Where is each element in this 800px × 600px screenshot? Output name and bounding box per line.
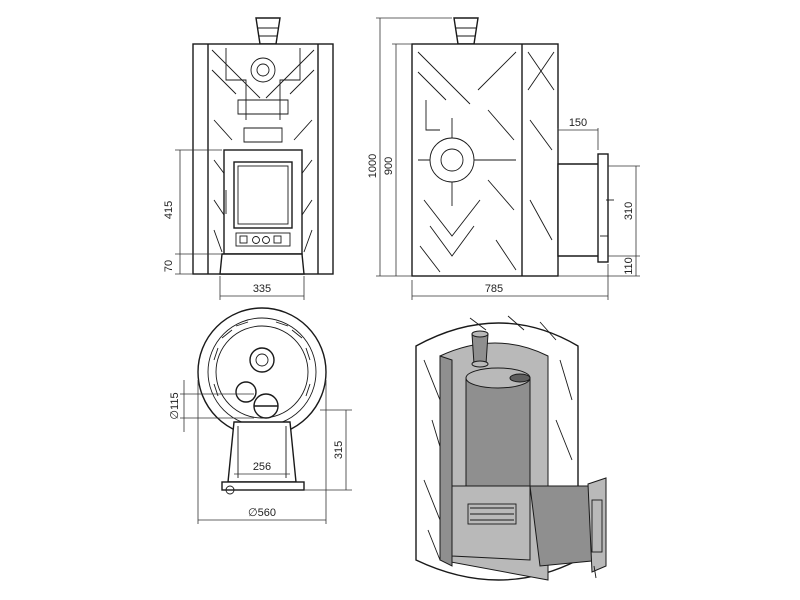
decorative-lattice-front <box>211 48 315 253</box>
section-view <box>415 315 607 581</box>
door-glass <box>233 161 293 229</box>
dim-110: 110 <box>623 257 635 275</box>
dim-70: 70 <box>163 260 175 272</box>
top-view-dimensions: ∅115 315 256 ∅560 <box>169 380 352 524</box>
water-tank-port <box>235 381 257 403</box>
section-chimney <box>471 333 489 365</box>
dim-256: 256 <box>253 461 271 473</box>
firebox-front-plate <box>597 153 609 263</box>
front-view <box>192 17 334 275</box>
section-firebox-door <box>587 477 607 573</box>
dim-415: 415 <box>163 201 175 219</box>
dim-310: 310 <box>623 202 635 220</box>
top-chimney-outlet <box>249 347 275 373</box>
front-view-dimensions: 415 70 335 <box>163 149 305 300</box>
top-view <box>197 307 327 495</box>
dim-150: 150 <box>569 117 587 129</box>
dim-785: 785 <box>485 283 503 295</box>
chimney-pipe-side <box>453 17 479 45</box>
firebox-front-panel <box>221 481 305 491</box>
section-lattice <box>423 315 573 561</box>
section-grate <box>467 503 517 525</box>
dim-900: 900 <box>383 157 395 175</box>
firebox-door <box>223 149 303 255</box>
dim-1000: 1000 <box>367 154 379 178</box>
air-vent-controls <box>235 232 291 247</box>
side-view-dimensions: 1000 900 150 310 110 785 <box>367 17 640 300</box>
dim-315: 315 <box>333 441 345 459</box>
ring-slots <box>213 321 311 397</box>
side-view <box>411 17 614 277</box>
ash-pan-base <box>219 253 305 275</box>
chimney-pipe <box>255 17 281 45</box>
section-water-tank <box>465 370 531 494</box>
dim-diam-560: ∅560 <box>248 507 276 519</box>
dim-diam-115: ∅115 <box>169 392 181 419</box>
section-firebox <box>451 485 531 561</box>
decorative-lattice-side <box>417 51 555 273</box>
dim-335: 335 <box>253 283 271 295</box>
